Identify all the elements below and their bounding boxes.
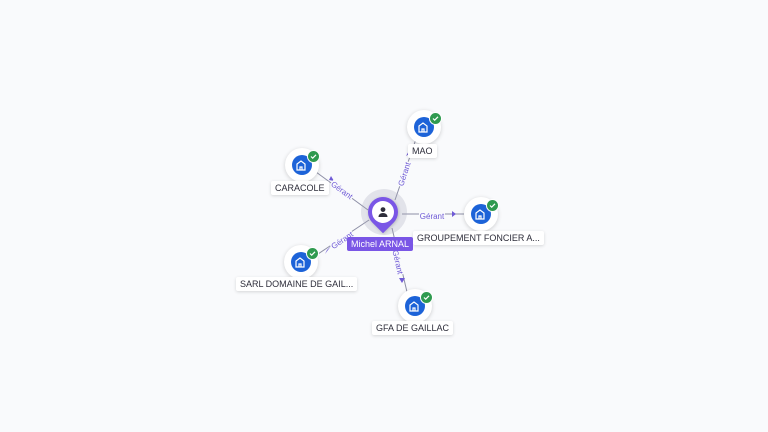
building-icon [295,257,305,268]
edge-label-groupement: Gérant [420,212,445,221]
company-node-groupement[interactable] [464,197,499,231]
company-node-gfa[interactable] [398,289,433,323]
company-node-sarl[interactable] [284,245,319,279]
edge-label-gfa: Gérant [390,249,404,276]
person-label[interactable]: Michel ARNAL [347,237,414,251]
check-badge-icon [309,251,316,257]
person-icon [378,207,388,217]
check-badge-icon [423,295,430,301]
edge-arrow-groupement [452,211,456,217]
company-label-gfa[interactable]: GFA DE GAILLAC [372,321,454,335]
edge-label-caracole: Gérant [329,180,355,202]
edge-arrow-sarl [325,246,331,254]
check-badge-icon [432,116,439,122]
edge-arrow-caracole [329,176,334,181]
company-label-groupement[interactable]: GROUPEMENT FONCIER A... [413,231,544,245]
company-label-sarl[interactable]: SARL DOMAINE DE GAIL... [236,277,358,291]
person-node-inner [372,201,394,223]
check-badge-icon [489,203,496,209]
building-icon [418,122,428,133]
building-icon [296,160,306,171]
building-icon [409,301,419,312]
edge-label-mao: Gérant [396,160,412,187]
company-node-mao[interactable] [407,110,442,144]
company-label-mao[interactable]: MAO [408,144,437,158]
check-badge-icon [310,154,317,160]
company-node-caracole[interactable] [285,148,320,182]
edge-arrow-gfa [399,278,405,283]
building-icon [475,209,485,220]
company-label-caracole[interactable]: CARACOLE [271,181,329,195]
